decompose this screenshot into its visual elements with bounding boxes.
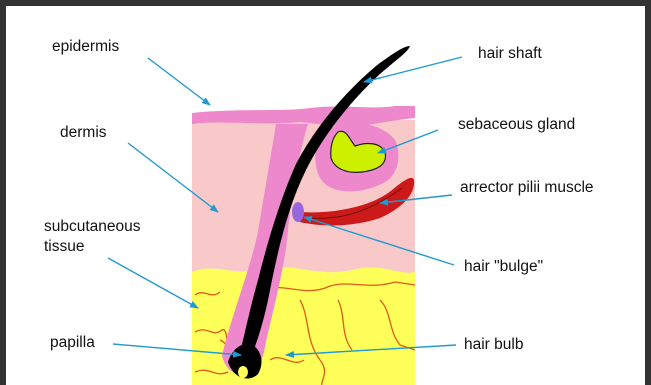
label-hair-bulge: hair "bulge" (464, 258, 543, 276)
label-subcutaneous: subcutaneous (44, 218, 141, 236)
label-papilla: papilla (50, 334, 95, 352)
label-sebaceous-gland: sebaceous gland (458, 116, 575, 134)
label-tissue: tissue (44, 238, 85, 256)
hair-bulge-shape (292, 202, 304, 222)
label-hair-shaft: hair shaft (478, 45, 542, 63)
papilla-shape (238, 366, 248, 378)
label-epidermis: epidermis (52, 38, 119, 56)
label-hair-bulb: hair bulb (464, 336, 523, 354)
label-arrector-pilii-muscle: arrector pilii muscle (460, 179, 594, 197)
label-dermis: dermis (60, 124, 107, 142)
